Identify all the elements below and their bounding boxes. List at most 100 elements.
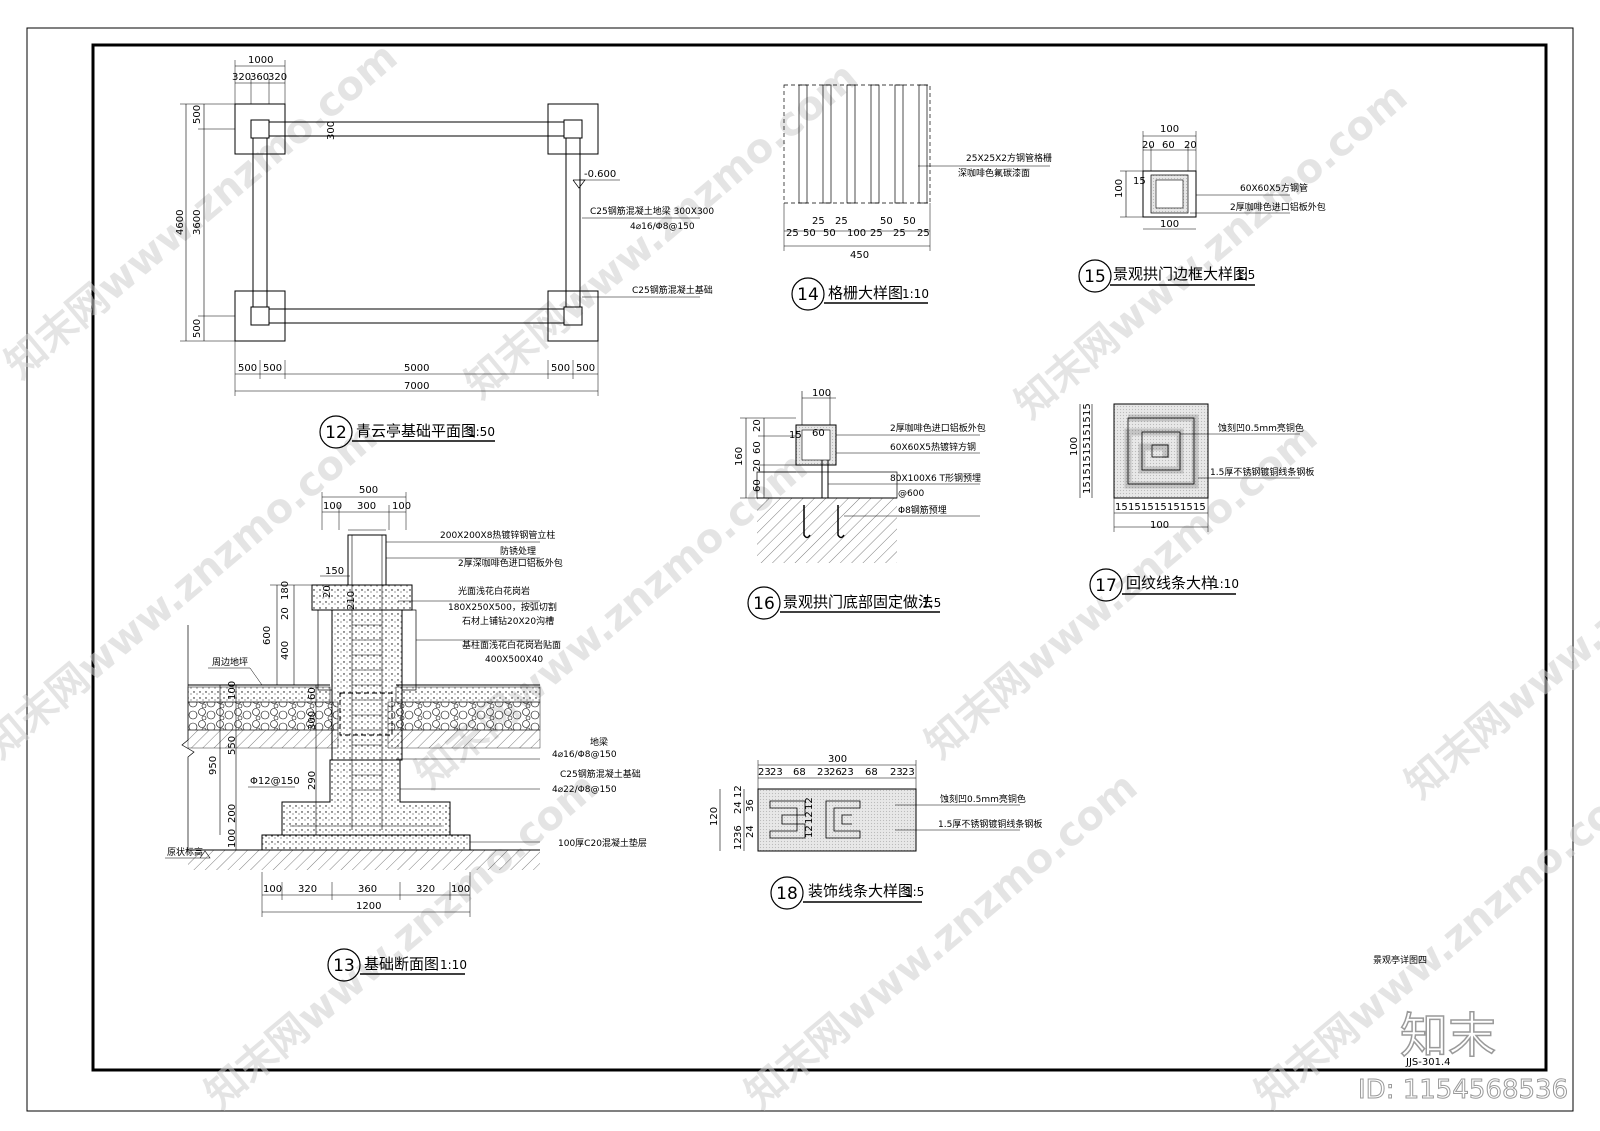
watermark-text: 知末网www.znzmo.com — [1397, 454, 1600, 808]
note-text: 2厚咖啡色进口铝板外包 — [1230, 201, 1326, 213]
dim-label: 23 — [758, 767, 771, 778]
drawing-12-foundation-plan: 1000 320 360 320 4600 500 3600 500 300 5… — [175, 55, 714, 449]
dim-label: 20 — [280, 607, 291, 620]
drawing-title: 回纹线条大样 — [1126, 574, 1216, 592]
dim-label: 5000 — [404, 363, 429, 374]
note-text: 1.5厚不锈钢镀铜线条钢板 — [1210, 466, 1314, 478]
drawing-scale: 1:10 — [902, 287, 929, 301]
dim-label: 600 — [262, 626, 273, 645]
note-text: 防锈处理 — [500, 545, 536, 557]
drawing-15-arch-frame-detail: 100 20 60 20 100 15 100 60X60X5方钢管 2厚咖啡色… — [1078, 124, 1326, 293]
note-text: 25X25X2方钢管格栅 — [966, 152, 1052, 164]
dim-label: 100 — [451, 884, 470, 895]
note-text: 200X200X8热镀锌钢管立柱 — [440, 529, 555, 541]
sheet-code: JJS-301.4 — [1405, 1057, 1450, 1068]
dim-label: 500 — [263, 363, 282, 374]
dim-label: 15 — [1082, 468, 1093, 481]
note-text: C25钢筋混凝土基础 — [560, 768, 641, 780]
drawing-17-fret-pattern: 100 15 15 15 15 15 15 15 15 15 15 15 15 … — [1069, 403, 1314, 602]
dim-label: 20 — [322, 585, 333, 598]
dim-label: 15 — [1115, 502, 1128, 513]
dim-label: 50 — [823, 228, 836, 239]
drawing-title: 装饰线条大样图 — [808, 882, 913, 900]
note-text: C25钢筋混凝土基础 — [632, 284, 713, 296]
dim-label: 150 — [325, 566, 344, 577]
note-text: 4⌀16/Φ8@150 — [630, 222, 695, 232]
note-text: @600 — [898, 489, 924, 499]
dim-label: 300 — [326, 121, 337, 140]
dim-label: 12 — [804, 797, 815, 810]
dim-label: 100 — [1160, 124, 1179, 135]
dim-label: 950 — [208, 756, 219, 775]
dim-label: 120 — [709, 807, 720, 826]
dim-label: 25 — [786, 228, 799, 239]
dim-label: 23 — [902, 767, 915, 778]
note-text: 2厚咖啡色进口铝板外包 — [890, 422, 986, 434]
dim-label: 15 — [1193, 502, 1206, 513]
dim-label: 23 — [770, 767, 783, 778]
dim-label: 60 — [812, 428, 825, 439]
dim-label: 15 — [1082, 442, 1093, 455]
note-text: 4⌀16/Φ8@150 — [552, 750, 617, 760]
dim-label: 20 — [752, 419, 763, 432]
dim-label: 100 — [1069, 437, 1080, 456]
drawing-number: 18 — [776, 884, 798, 904]
dim-label: 15 — [789, 430, 802, 441]
dim-label: 50 — [880, 216, 893, 227]
drawing-number: 12 — [325, 423, 347, 443]
brand-logo: 知末 — [1400, 1008, 1496, 1064]
dim-label: 60 — [752, 441, 763, 454]
dim-label: 25 — [893, 228, 906, 239]
dim-label: 320 — [232, 72, 251, 83]
note-text: 60X60X5热镀锌方钢 — [890, 441, 976, 453]
dim-label: 20 — [1142, 140, 1155, 151]
dim-label: 160 — [734, 447, 745, 466]
rebar-ties — [290, 624, 442, 827]
drawing-number: 13 — [333, 956, 355, 976]
note-text: 基柱面浅花白花岗岩贴面 — [462, 639, 561, 651]
dim-label: 300 — [357, 501, 376, 512]
dim-label: 60 — [1162, 140, 1175, 151]
elevation-label: -0.600 — [584, 169, 616, 180]
dim-label: 15 — [1082, 429, 1093, 442]
dim-label: 450 — [850, 250, 869, 261]
dim-label: 24 — [733, 801, 744, 814]
watermark-text: 知末网www.znzmo.com — [1007, 74, 1416, 428]
dim-label: 36 — [733, 825, 744, 838]
note-text: 400X500X40 — [485, 655, 543, 665]
dim-label: 500 — [551, 363, 570, 374]
drawing-number: 17 — [1095, 576, 1117, 596]
dim-label: 4600 — [175, 210, 186, 235]
dim-label: 23 — [817, 767, 830, 778]
drawing-title: 基础断面图 — [364, 955, 439, 973]
dim-label: 15 — [1082, 403, 1093, 416]
dim-label: 320 — [416, 884, 435, 895]
dim-label: 15 — [1180, 502, 1193, 513]
dim-label: 36 — [745, 799, 756, 812]
dim-label: 12 — [804, 825, 815, 838]
dim-label: 400 — [280, 641, 291, 660]
dim-label: 7000 — [404, 381, 429, 392]
dim-label: 15 — [1128, 502, 1141, 513]
note-text: 180X250X500，按弧切割 — [448, 601, 557, 613]
dim-label: 100 — [323, 501, 342, 512]
dim-label: 24 — [745, 825, 756, 838]
drawing-number: 14 — [797, 285, 819, 305]
note-text: 蚀刻凹0.5mm亮铜色 — [1218, 422, 1304, 434]
dim-label: 23 — [890, 767, 903, 778]
dim-label: 60 — [307, 687, 318, 700]
drawing-number: 15 — [1084, 267, 1106, 287]
inner-frame — [91, 43, 1548, 1072]
dim-label: 12 — [804, 811, 815, 824]
dim-label: 23 — [841, 767, 854, 778]
drawing-title: 青云亭基础平面图 — [356, 422, 476, 440]
dim-label: 15 — [1141, 502, 1154, 513]
note-text: 2厚深咖啡色进口铝板外包 — [458, 557, 563, 569]
note-text: 100厚C20混凝土垫层 — [558, 837, 647, 849]
note-text: 地梁 — [590, 736, 608, 748]
dim-label: 68 — [865, 767, 878, 778]
note-text: 石材上铺钻20X20沟槽 — [462, 615, 554, 627]
dim-label: 100 — [1160, 219, 1179, 230]
sheet-name: 景观亭详图四 — [1373, 954, 1427, 966]
